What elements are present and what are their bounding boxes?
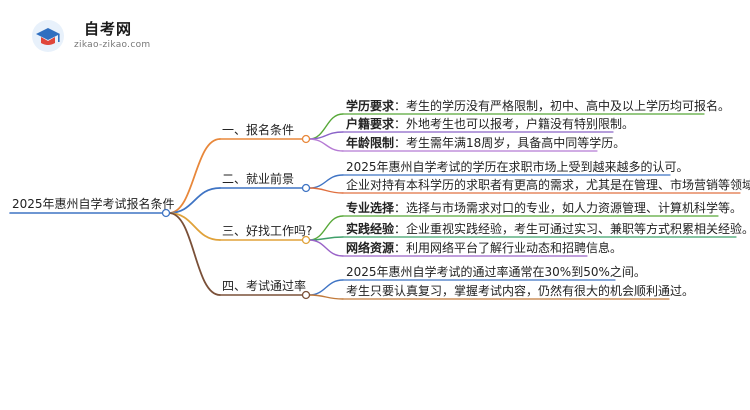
leaf-node: 考生只要认真复习，掌握考试内容，仍然有很大的机会顺利通过。 xyxy=(346,284,694,298)
leaf-node: 实践经验：企业重视实践经验，考生可通过实习、兼职等方式积累相关经验。 xyxy=(346,222,750,236)
leaf-text: 2025年惠州自学考试的学历在求职市场上受到越来越多的认可。 xyxy=(346,160,689,174)
branch-label: 三、好找工作吗? xyxy=(222,224,313,238)
graduation-cap-icon xyxy=(32,20,64,52)
leaf-node: 2025年惠州自学考试的通过率通常在30%到50%之间。 xyxy=(346,265,646,279)
root-toggle-circle[interactable] xyxy=(161,208,171,218)
leaf-text: ：企业重视实践经验，考生可通过实习、兼职等方式积累相关经验。 xyxy=(394,222,750,236)
leaf-key: 年龄限制 xyxy=(346,136,395,150)
branch-label: 四、考试通过率 xyxy=(222,279,307,293)
leaf-text: 2025年惠州自学考试的通过率通常在30%到50%之间。 xyxy=(346,265,646,279)
leaf-node: 企业对持有本科学历的求职者有更高的需求，尤其是在管理、市场营销等领域。 xyxy=(346,178,750,192)
leaf-text: ：考生需年满18周岁，具备高中同等学历。 xyxy=(394,136,626,150)
leaf-text: ：选择与市场需求对口的专业，如人力资源管理、计算机科学等。 xyxy=(394,201,743,215)
leaf-key: 户籍要求 xyxy=(346,117,395,131)
branch-toggle-circle[interactable] xyxy=(301,183,311,193)
leaf-node: 网络资源：利用网络平台了解行业动态和招聘信息。 xyxy=(346,241,622,255)
leaf-text: ：利用网络平台了解行业动态和招聘信息。 xyxy=(394,241,623,255)
leaf-text: 企业对持有本科学历的求职者有更高的需求，尤其是在管理、市场营销等领域。 xyxy=(346,178,750,192)
leaf-node: 户籍要求：外地考生也可以报考，户籍没有特别限制。 xyxy=(346,117,634,131)
site-logo[interactable]: 自考网 zikao-zikao.com xyxy=(30,16,170,52)
leaf-node: 学历要求：考生的学历没有严格限制，初中、高中及以上学历均可报名。 xyxy=(346,99,730,113)
leaf-key: 学历要求 xyxy=(346,99,395,113)
logo-subtitle: zikao-zikao.com xyxy=(74,40,151,50)
branch-label: 二、就业前景 xyxy=(222,172,295,186)
leaf-node: 2025年惠州自学考试的学历在求职市场上受到越来越多的认可。 xyxy=(346,160,689,174)
branch-label: 一、报名条件 xyxy=(222,123,295,137)
root-topic: 2025年惠州自学考试报名条件 xyxy=(12,197,175,211)
branch-toggle-circle[interactable] xyxy=(301,134,311,144)
branch-toggle-circle[interactable] xyxy=(301,235,311,245)
leaf-text: ：考生的学历没有严格限制，初中、高中及以上学历均可报名。 xyxy=(394,99,731,113)
leaf-key: 实践经验 xyxy=(346,222,395,236)
leaf-node: 年龄限制：考生需年满18周岁，具备高中同等学历。 xyxy=(346,136,625,150)
leaf-key: 网络资源 xyxy=(346,241,395,255)
leaf-text: 考生只要认真复习，掌握考试内容，仍然有很大的机会顺利通过。 xyxy=(346,284,695,298)
leaf-node: 专业选择：选择与市场需求对口的专业，如人力资源管理、计算机科学等。 xyxy=(346,201,742,215)
logo-title: 自考网 xyxy=(84,20,133,38)
leaf-key: 专业选择 xyxy=(346,201,395,215)
leaf-text: ：外地考生也可以报考，户籍没有特别限制。 xyxy=(394,117,635,131)
branch-toggle-circle[interactable] xyxy=(301,290,311,300)
